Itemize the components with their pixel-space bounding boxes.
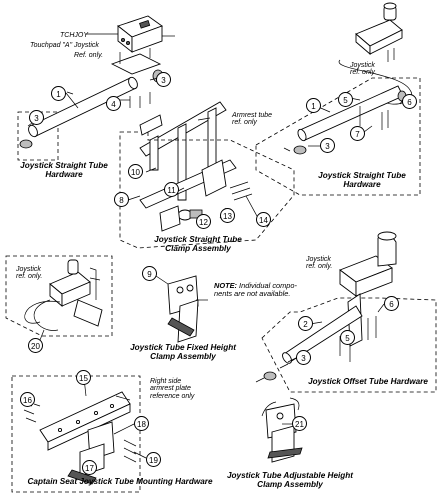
callout-4: 4 — [106, 96, 121, 111]
callout-3: 3 — [156, 72, 171, 87]
joystick-ref-left-label: Joystick ref. only. — [16, 266, 43, 281]
callout-13: 13 — [220, 208, 235, 223]
callout-5: 5 — [338, 92, 353, 107]
callout-6: 6 — [384, 296, 399, 311]
callout-21: 21 — [292, 416, 307, 431]
callout-18: 18 — [134, 416, 149, 431]
callout-12: 12 — [196, 214, 211, 229]
callout-19: 19 — [146, 452, 161, 467]
cable-joystick-box — [5, 255, 113, 337]
mount-plate — [110, 53, 162, 75]
tube-cap-offset — [263, 371, 277, 381]
joystick-cable-right — [338, 59, 412, 105]
callout-3: 3 — [296, 350, 311, 365]
offset-tube — [282, 305, 363, 364]
caption-fixed-height: Joystick Tube Fixed Height Clamp Assembl… — [130, 343, 236, 361]
tube-cap-left — [19, 139, 33, 149]
caption-straight-clamp: Joystick Straight Tube Clamp Assembly — [154, 235, 242, 253]
armrest-plate — [39, 391, 131, 451]
callout-11: 11 — [164, 182, 179, 197]
joystick-top-right — [355, 2, 403, 62]
captain-seat-box — [11, 375, 141, 493]
straight-tube-right — [297, 85, 404, 142]
callout-2: 2 — [298, 316, 313, 331]
touchpad-joystick — [117, 15, 175, 53]
armrest-tube-label: Armrest tube ref. only — [232, 112, 273, 127]
cable-left — [24, 299, 61, 331]
callout-3: 3 — [29, 110, 44, 125]
straight-clamp-box — [119, 131, 295, 249]
caption-offset-hw: Joystick Offset Tube Hardware — [308, 377, 428, 386]
callout-1: 1 — [306, 98, 321, 113]
joystick-left — [49, 259, 91, 307]
adjustable-height-clamp — [261, 397, 303, 463]
tchjoy-label: TCHJOY — [60, 32, 88, 39]
caption-captain-seat: Captain Seat Joystick Tube Mounting Hard… — [27, 477, 213, 486]
callout-20: 20 — [28, 338, 43, 353]
callout-17: 17 — [82, 460, 97, 475]
straight-hw-left-box — [17, 111, 59, 161]
callout-14: 14 — [256, 212, 271, 227]
straight-tube-left — [28, 76, 138, 138]
callout-5: 5 — [340, 330, 355, 345]
callout-8: 8 — [114, 192, 129, 207]
caption-adjustable-height: Joystick Tube Adjustable Height Clamp As… — [226, 471, 354, 489]
armrest-plate-label: Right side armrest plate reference only — [150, 378, 195, 400]
note-bold: NOTE: — [214, 281, 237, 290]
tube-cap-right — [293, 145, 307, 155]
ref-only-label: Ref. only. — [74, 52, 104, 59]
caption-straight-hw-right: Joystick Straight Tube Hardware — [318, 171, 406, 189]
straight-hw-right-box — [255, 77, 421, 196]
callout-9: 9 — [142, 266, 157, 281]
callout-15: 15 — [76, 370, 91, 385]
touchpad-label: Touchpad "A" Joystick — [30, 42, 99, 49]
joystick-ref-offset-label: Joystick ref. only. — [306, 256, 333, 271]
callout-10: 10 — [128, 164, 143, 179]
clamp-parts — [139, 114, 253, 232]
callout-1: 1 — [51, 86, 66, 101]
joystick-ref-top-label: Joystick ref. only. — [350, 62, 377, 77]
joystick-offset — [339, 231, 397, 297]
callout-7: 7 — [350, 126, 365, 141]
callout-3: 3 — [320, 138, 335, 153]
callout-6: 6 — [402, 94, 417, 109]
callout-16: 16 — [20, 392, 35, 407]
caption-straight-hw-left: Joystick Straight Tube Hardware — [20, 161, 108, 179]
note-label: NOTE: Individual compo- nents are not av… — [214, 282, 297, 298]
fixed-height-clamp — [167, 275, 199, 343]
note-text: Individual compo- nents are not availabl… — [214, 281, 297, 298]
